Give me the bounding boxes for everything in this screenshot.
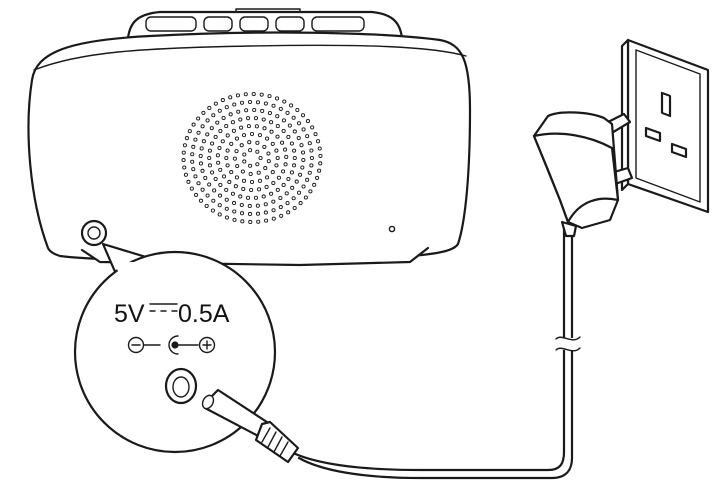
button-1	[146, 17, 196, 31]
radio-device-icon	[29, 9, 470, 265]
socket-earth-slot	[662, 93, 670, 116]
button-5	[312, 17, 364, 31]
wall-socket-icon	[622, 40, 708, 212]
dc-power-jack-icon	[166, 369, 196, 403]
button-2	[204, 17, 232, 31]
voltage-label: 5V	[114, 300, 145, 328]
button-4	[276, 17, 304, 31]
button-3	[240, 17, 268, 31]
plug-adapter-icon	[534, 112, 632, 236]
indicator-dot	[389, 226, 394, 231]
dc-jack-small-icon	[82, 221, 106, 245]
current-label: 0.5A	[178, 300, 230, 328]
